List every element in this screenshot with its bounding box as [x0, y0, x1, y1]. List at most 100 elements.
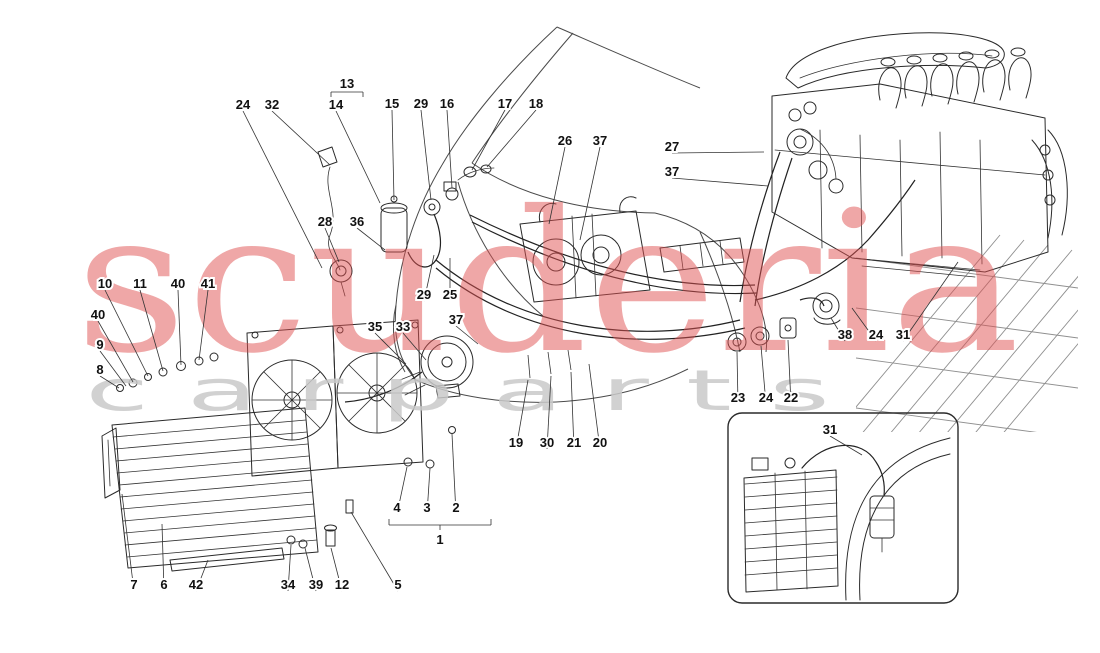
- callout-label: 10: [98, 276, 112, 291]
- leader-line: [161, 523, 165, 592]
- leader-line: [451, 433, 457, 515]
- callout-label: 32: [265, 97, 279, 112]
- callout-label: 18: [529, 96, 543, 111]
- condenser-assembly: [101, 352, 354, 572]
- callout-label: 24: [759, 390, 774, 405]
- leader-line: [402, 332, 427, 361]
- leader-line: [420, 109, 432, 201]
- mounting-bolts: [286, 499, 354, 549]
- inset-detail-box: [727, 412, 959, 604]
- callout-label: 8: [96, 362, 103, 377]
- callout-label: 40: [91, 307, 105, 322]
- callout-label: 15: [385, 96, 399, 111]
- leader-line: [198, 289, 209, 361]
- leader-line: [486, 109, 537, 168]
- leader-line: [104, 289, 149, 377]
- callout-label: 6: [160, 577, 167, 592]
- side-bracket: [101, 427, 121, 499]
- leader-line: [195, 559, 209, 592]
- leader-line: [588, 363, 601, 450]
- inset-engine-section: [743, 457, 839, 593]
- callout-label: 29: [417, 287, 431, 302]
- leader-line: [139, 289, 164, 372]
- leader-line: [671, 177, 769, 187]
- callout-label: 27: [665, 139, 679, 154]
- callout-label: 14: [329, 97, 344, 112]
- leader-line: [99, 350, 127, 387]
- watermark-brand: scuderia: [75, 169, 1020, 396]
- checkered-flag-watermark: [856, 234, 1078, 432]
- callout-label: 34: [281, 577, 296, 592]
- callout-label: 35: [368, 319, 382, 334]
- callout-label: 41: [201, 276, 215, 291]
- callout-label: 12: [335, 577, 349, 592]
- callout-label: 33: [396, 319, 410, 334]
- callout-label: 26: [558, 133, 572, 148]
- leader-line: [736, 351, 739, 405]
- callout-label: 24: [869, 327, 884, 342]
- callout-label: 28: [318, 214, 332, 229]
- leader-line: [97, 320, 134, 383]
- ecu-tray: [659, 237, 745, 273]
- grommets-and-brackets: [727, 292, 841, 352]
- callout-label: 40: [171, 276, 185, 291]
- hose-clamp: [329, 259, 353, 297]
- fan-motor: [399, 335, 474, 469]
- callout-label: 37: [449, 312, 463, 327]
- callout-label: 31: [896, 327, 910, 342]
- callout-label: 29: [414, 96, 428, 111]
- callout-label: 37: [665, 164, 679, 179]
- leader-line: [396, 466, 408, 515]
- callout-label: 16: [440, 96, 454, 111]
- callout-label: 30: [540, 435, 554, 450]
- callout-label: 20: [593, 435, 607, 450]
- evaporator-unit: [519, 196, 651, 303]
- leader-line: [471, 109, 506, 171]
- callout-label: 42: [189, 577, 203, 592]
- callout-label: 25: [443, 287, 457, 302]
- callout-label: 38: [838, 327, 852, 342]
- cooling-fans: [246, 319, 424, 477]
- callout-label: 23: [731, 390, 745, 405]
- callout-brackets: [330, 91, 492, 530]
- leader-line: [455, 325, 479, 345]
- callout-label: 2: [452, 500, 459, 515]
- leader-line: [829, 435, 863, 456]
- callout-label: 21: [567, 435, 581, 450]
- callout-label: 5: [394, 577, 401, 592]
- fastener-row: [116, 352, 219, 392]
- callout-label: 37: [593, 133, 607, 148]
- inset-cable-and-canister: [801, 444, 895, 553]
- leader-line: [356, 227, 386, 251]
- callout-label: 1: [436, 532, 443, 547]
- condenser-core: [111, 407, 319, 569]
- leader-line: [671, 151, 765, 154]
- leader-line: [374, 332, 407, 365]
- inset-fender-outline: [845, 437, 951, 601]
- leader-line: [515, 379, 529, 450]
- leader-line: [579, 146, 601, 241]
- callout-label: 13: [340, 76, 354, 91]
- callout-label: 9: [96, 337, 103, 352]
- leader-line: [546, 375, 552, 450]
- leader-line: [548, 146, 566, 225]
- watermark-subtitle: c a r p a r t s: [85, 359, 830, 424]
- leader-line: [760, 345, 767, 405]
- callout-label: 3: [423, 500, 430, 515]
- leader-line: [304, 547, 317, 592]
- leader-line: [287, 544, 292, 592]
- leader-line: [851, 307, 877, 342]
- leader-line: [902, 261, 959, 342]
- leader-line: [446, 109, 453, 189]
- leader-line: [570, 371, 575, 450]
- callout-label: 11: [133, 276, 147, 291]
- callout-label: 39: [309, 577, 323, 592]
- callout-label: 4: [393, 500, 401, 515]
- leader-line: [787, 339, 792, 405]
- leader-line: [271, 110, 331, 166]
- callout-label: 24: [236, 97, 251, 112]
- leader-line: [830, 317, 846, 342]
